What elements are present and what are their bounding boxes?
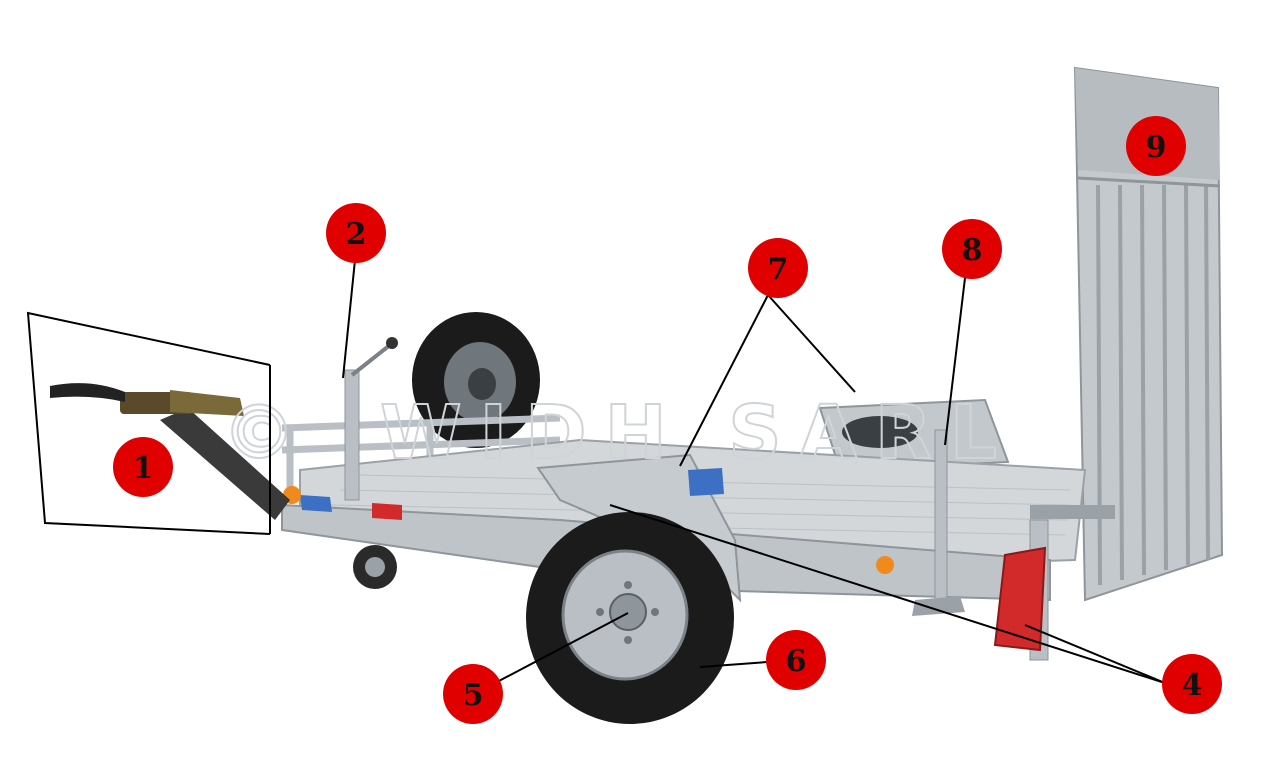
watermark-text: WIDH SARL xyxy=(380,390,1015,476)
marker-5: 5 xyxy=(443,664,503,724)
callout-line-2 xyxy=(342,259,356,379)
callout-line-7a xyxy=(679,294,769,467)
marker-8: 8 xyxy=(942,219,1002,279)
marker-7-label: 7 xyxy=(768,252,789,287)
callout-bracket-1 xyxy=(26,311,271,535)
spare-wheel xyxy=(412,312,540,448)
marker-9: 9 xyxy=(1126,116,1186,176)
callout-line-5 xyxy=(496,612,629,683)
drawbar xyxy=(50,383,290,520)
watermark: © WIDH SARL xyxy=(221,389,1015,477)
watermark-symbol: © xyxy=(222,390,314,476)
callout-line-4a xyxy=(609,504,1166,684)
rear-light xyxy=(993,505,1115,661)
callout-line-7b xyxy=(767,294,856,393)
marker-8-label: 8 xyxy=(962,233,983,268)
marker-5-label: 5 xyxy=(463,678,484,713)
warning-sticker xyxy=(372,503,402,520)
jockey-wheel xyxy=(344,337,398,589)
rear-side-reflector xyxy=(876,556,894,574)
marker-2-label: 2 xyxy=(346,217,367,252)
markers: 1 2 4 5 6 7 8 9 xyxy=(113,116,1222,724)
marker-6: 6 xyxy=(766,630,826,690)
main-wheel xyxy=(526,512,734,724)
marker-9-label: 9 xyxy=(1146,130,1167,165)
marker-1-label: 1 xyxy=(133,451,154,486)
marker-4: 4 xyxy=(1162,654,1222,714)
marker-4-label: 4 xyxy=(1182,668,1203,703)
marker-7: 7 xyxy=(748,238,808,298)
marker-6-label: 6 xyxy=(786,644,807,679)
rear-support-leg xyxy=(912,429,965,616)
callout-line-4b xyxy=(1024,624,1166,684)
marker-2: 2 xyxy=(326,203,386,263)
callout-lines xyxy=(26,259,1166,684)
callout-line-8 xyxy=(944,277,966,446)
marker-1: 1 xyxy=(113,437,173,497)
